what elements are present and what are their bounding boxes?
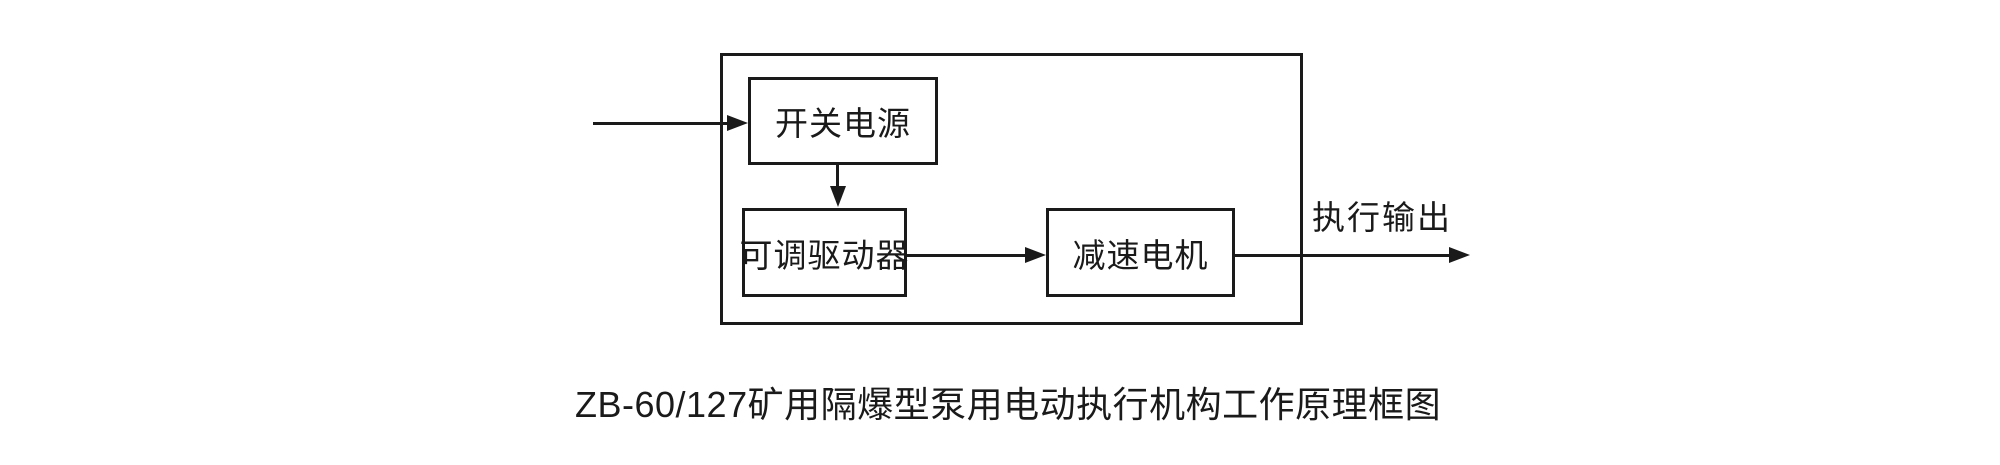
enclosure-box	[720, 53, 1303, 325]
diagram-caption: ZB-60/127矿用隔爆型泵用电动执行机构工作原理框图	[575, 384, 1442, 425]
driver-to-motor-arrowhead-icon	[1025, 247, 1046, 263]
block-switching-power-supply: 开关电源	[748, 77, 938, 165]
driver-to-motor-arrow-line	[907, 254, 1025, 257]
block-switching-power-supply-label: 开关电源	[775, 105, 911, 142]
output-arrow-line	[1235, 254, 1449, 257]
input-arrow-line	[593, 122, 727, 125]
block-gear-motor: 减速电机	[1046, 208, 1235, 297]
block-gear-motor-label: 减速电机	[1072, 236, 1209, 274]
output-label: 执行输出	[1312, 199, 1452, 236]
block-adjustable-driver: 可调驱动器	[739, 208, 910, 297]
power-to-driver-arrow-line	[836, 165, 839, 187]
input-arrowhead-icon	[727, 115, 748, 131]
power-to-driver-arrowhead-icon	[830, 186, 846, 207]
output-arrowhead-icon	[1449, 247, 1470, 263]
block-adjustable-driver-label: 可调驱动器	[739, 236, 910, 274]
